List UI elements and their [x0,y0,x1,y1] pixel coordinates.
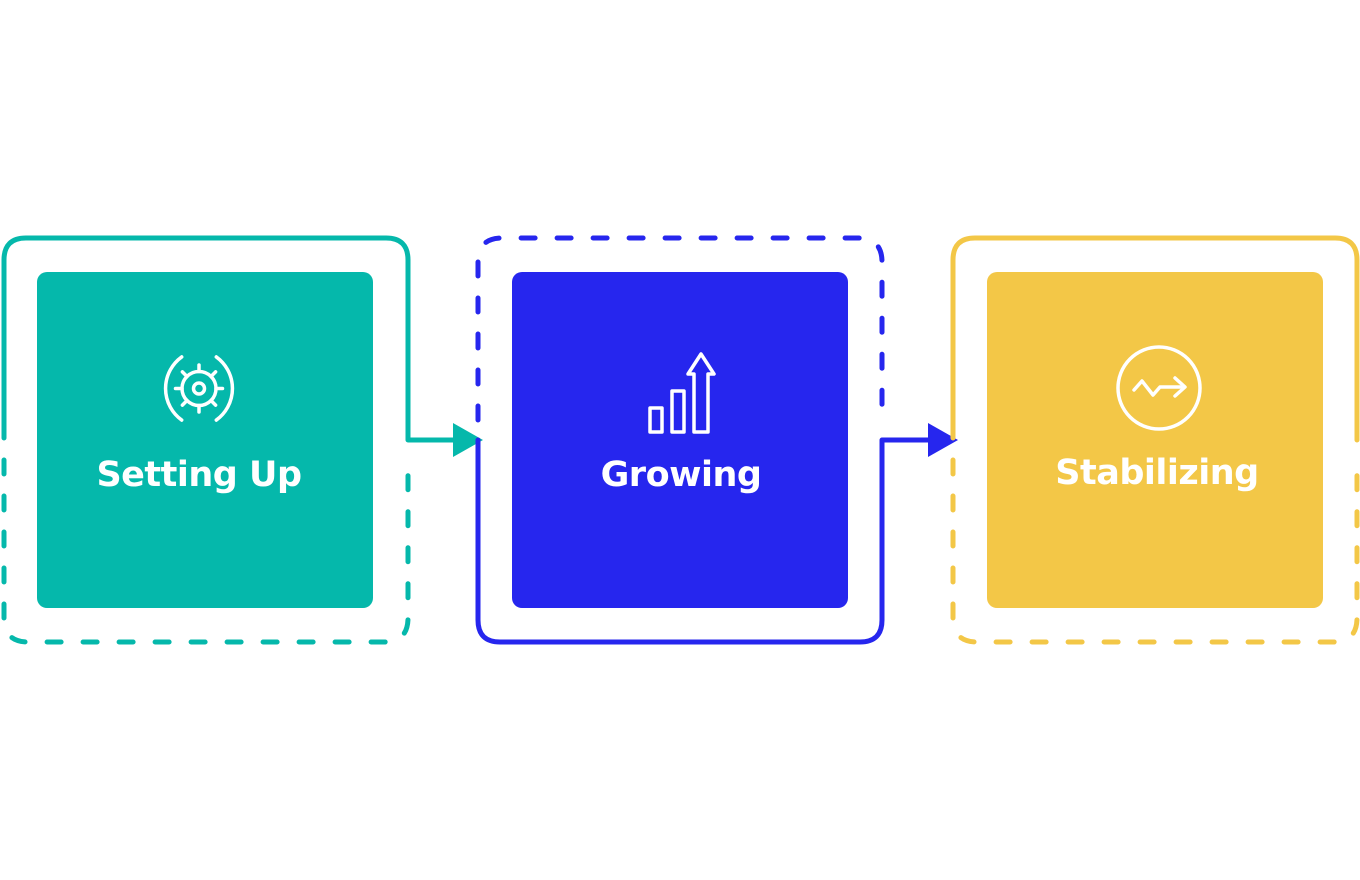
stage-card [37,272,373,608]
stage-frame-dashed [950,457,1360,645]
stage-card [512,272,848,608]
growth-arrow-chart-icon [648,352,716,434]
circle-trend-arrow-icon [1116,345,1202,431]
stage-setting-up: Setting Up [1,235,411,645]
stage-card [987,272,1323,608]
connector-arrow-1 [408,423,483,457]
stage-label-growing: Growing [601,455,762,495]
stage-frame-solid [950,235,1360,443]
stage-frame-dashed [1,457,411,645]
stage-label-stabilizing: Stabilizing [1055,453,1258,493]
stage-label-setting-up: Setting Up [96,455,301,495]
stage-frame-dashed [475,235,885,423]
connector-arrow-2 [882,423,958,457]
stage-growing: Growing [475,235,885,645]
stage-stabilizing: Stabilizing [950,235,1360,645]
gear-icon [163,355,235,422]
stage-frame-solid [1,235,411,443]
stage-frame-solid [475,437,885,645]
